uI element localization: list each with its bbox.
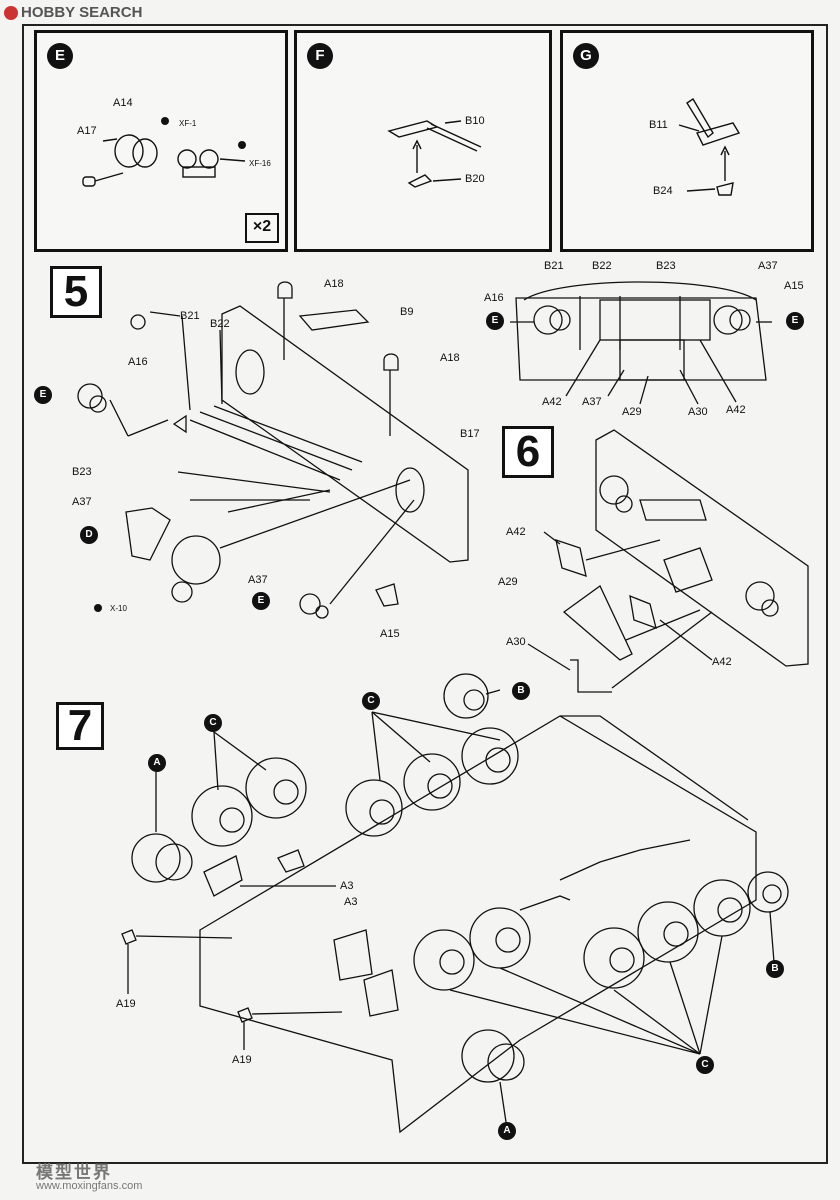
step5-label-b17: B17	[460, 428, 480, 440]
tr-label-b22: B22	[592, 260, 612, 272]
tr-label-a15: A15	[784, 280, 804, 292]
label-a17: A17	[77, 125, 97, 137]
step6-label-a42-b: A42	[712, 656, 732, 668]
step5-circle-e-2: E	[252, 592, 270, 610]
step6-label-a29: A29	[498, 576, 518, 588]
step7-circle-b: B	[512, 682, 530, 700]
tr-label-b23: B23	[656, 260, 676, 272]
label-b11: B11	[649, 119, 668, 131]
subassembly-box-e: E A14 A17 XF-1 XF-16 ×2	[34, 30, 288, 252]
subassembly-box-g: G B11 B24	[560, 30, 814, 252]
tr-label-a37-b: A37	[582, 396, 602, 408]
step5-label-b9: B9	[400, 306, 414, 318]
step5-circle-e: E	[34, 386, 52, 404]
box-e-letter: E	[47, 43, 73, 69]
quantity-badge: ×2	[245, 213, 279, 243]
step5-label-b22: B22	[210, 318, 230, 330]
label-b10: B10	[465, 115, 485, 127]
step6-label-a42: A42	[506, 526, 526, 538]
step5-label-b23: B23	[72, 466, 92, 478]
box-e-drawing	[82, 117, 246, 187]
box-f-letter: F	[307, 43, 333, 69]
box-f-drawing	[387, 120, 482, 188]
moxingfans-url: www.moxingfans.com	[36, 1180, 143, 1192]
tr-circle-e: E	[486, 312, 504, 330]
logo-icon	[4, 6, 18, 21]
tr-label-a30: A30	[688, 406, 708, 418]
tr-label-a42-b: A42	[726, 404, 746, 416]
tr-label-a42: A42	[542, 396, 562, 408]
label-xf1: XF-1	[179, 119, 197, 128]
step5-label-a37: A37	[72, 496, 92, 508]
label-a14: A14	[113, 97, 133, 109]
tr-label-b21: B21	[544, 260, 564, 272]
box-g-letter: G	[573, 43, 599, 69]
step7-label-a3: A3	[340, 880, 354, 892]
step-7-number: 7	[56, 702, 104, 750]
step5-label-a18: A18	[324, 278, 344, 290]
box-g-drawing	[678, 98, 741, 196]
step5-label-b21: B21	[180, 310, 200, 322]
step5-label-a18-b: A18	[440, 352, 460, 364]
step5-circle-d: D	[80, 526, 98, 544]
step7-circle-b-2: B	[766, 960, 784, 978]
label-xf16: XF-16	[249, 159, 271, 168]
moxingfans-watermark: 模型世界	[36, 1163, 112, 1182]
step6-label-a30: A30	[506, 636, 526, 648]
subassembly-box-f: F B10 B20	[294, 30, 552, 252]
step7-circle-a-2: A	[498, 1122, 516, 1140]
hobby-search-watermark: HOBBY SEARCH	[4, 4, 142, 21]
step7-label-a19-b: A19	[232, 1054, 252, 1066]
tr-label-a16: A16	[484, 292, 504, 304]
label-b20: B20	[465, 173, 485, 185]
step5-label-x10: X-10	[110, 604, 127, 613]
tr-circle-e-2: E	[786, 312, 804, 330]
step7-circle-c-2: C	[204, 714, 222, 732]
step5-label-a16: A16	[128, 356, 148, 368]
step5-label-a37-b: A37	[248, 574, 268, 586]
label-b24: B24	[653, 185, 673, 197]
step7-circle-c-3: C	[696, 1056, 714, 1074]
tr-label-a29: A29	[622, 406, 642, 418]
step7-label-a3-b: A3	[344, 896, 358, 908]
step7-label-a19: A19	[116, 998, 136, 1010]
step-5-number: 5	[50, 266, 102, 318]
step5-label-a15: A15	[380, 628, 400, 640]
tr-label-a37: A37	[758, 260, 778, 272]
instruction-page-frame	[22, 24, 828, 1164]
step-6-number: 6	[502, 426, 554, 478]
step7-circle-a: A	[148, 754, 166, 772]
step7-circle-c: C	[362, 692, 380, 710]
